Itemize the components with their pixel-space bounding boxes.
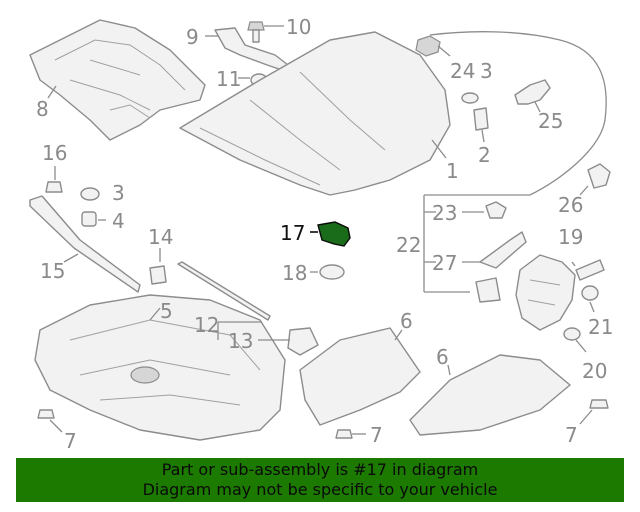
callout-15: 15 — [40, 259, 65, 283]
callout-8: 8 — [36, 97, 49, 121]
part-21-grommet — [581, 285, 599, 313]
disclaimer-banner: Part or sub-assembly is #17 in diagram D… — [16, 458, 624, 502]
part-16-clip — [45, 166, 63, 193]
part-7-fastener-right — [579, 399, 609, 425]
callout-21: 21 — [588, 315, 613, 339]
callout-7-left: 7 — [64, 429, 77, 453]
part-15-seal — [29, 195, 141, 293]
part-12-prop-rod — [177, 261, 271, 340]
part-19-latch-assembly — [515, 254, 605, 331]
part-4-bushing — [81, 211, 106, 227]
callout-24: 24 — [450, 59, 475, 83]
part-7-fastener-left — [37, 409, 63, 433]
callout-2: 2 — [478, 143, 491, 167]
part-8-insulator — [29, 19, 206, 141]
callout-22: 22 — [396, 233, 421, 257]
callout-23: 23 — [432, 201, 457, 225]
callout-5: 5 — [160, 299, 173, 323]
part-7-fastener-center — [335, 429, 366, 439]
part-27-release-handle — [462, 231, 527, 269]
part-9-hood-hinge — [205, 27, 293, 73]
callout-10: 10 — [286, 15, 311, 39]
part-hood-release-cable — [423, 31, 607, 293]
part-24-bolt — [415, 35, 451, 57]
disclaimer-line-2: Diagram may not be specific to your vehi… — [142, 480, 498, 499]
callout-9: 9 — [186, 25, 199, 49]
part-13-rod-holder — [258, 327, 319, 356]
part-20-bumper — [563, 327, 587, 353]
callout-11: 11 — [216, 67, 241, 91]
callout-14: 14 — [148, 225, 173, 249]
part-6-splash-shield-left — [299, 327, 421, 426]
part-3-washer-lower — [80, 187, 100, 201]
callout-13: 13 — [228, 329, 253, 353]
part-14-nut — [149, 248, 167, 285]
callout-4: 4 — [112, 209, 125, 233]
callout-18: 18 — [282, 261, 307, 285]
callout-7-center: 7 — [370, 423, 383, 447]
part-23-nut — [462, 201, 507, 219]
part-6-splash-shield-right — [409, 354, 571, 436]
callout-6-left: 6 — [400, 309, 413, 333]
callout-7-right: 7 — [565, 423, 578, 447]
callout-12: 12 — [194, 313, 219, 337]
callout-16: 16 — [42, 141, 67, 165]
callout-6-right: 6 — [436, 345, 449, 369]
callout-3-upper: 3 — [480, 59, 493, 83]
part-18-grommet — [310, 264, 345, 280]
callout-26: 26 — [558, 193, 583, 217]
part-2-hood-bumper — [473, 107, 489, 143]
part-22-latch-bracket — [475, 277, 501, 303]
part-3-washer-upper — [461, 92, 479, 104]
callout-1: 1 — [446, 159, 459, 183]
part-25-bracket — [514, 79, 551, 113]
callout-19: 19 — [558, 225, 583, 249]
callout-20: 20 — [582, 359, 607, 383]
callout-25: 25 — [538, 109, 563, 133]
part-17-highlighted[interactable] — [310, 221, 351, 247]
exploded-parts-diagram: 1 2 3 3 4 5 6 6 7 7 7 8 9 10 11 12 13 14… — [29, 15, 613, 453]
disclaimer-line-1: Part or sub-assembly is #17 in diagram — [161, 460, 479, 479]
part-10-bolt — [247, 21, 284, 43]
callout-27: 27 — [432, 251, 457, 275]
callout-17: 17 — [280, 221, 305, 245]
part-1-hood — [179, 31, 451, 196]
part-26-clip — [579, 163, 611, 196]
part-5-undercover — [34, 294, 286, 441]
callout-3-lower: 3 — [112, 181, 125, 205]
